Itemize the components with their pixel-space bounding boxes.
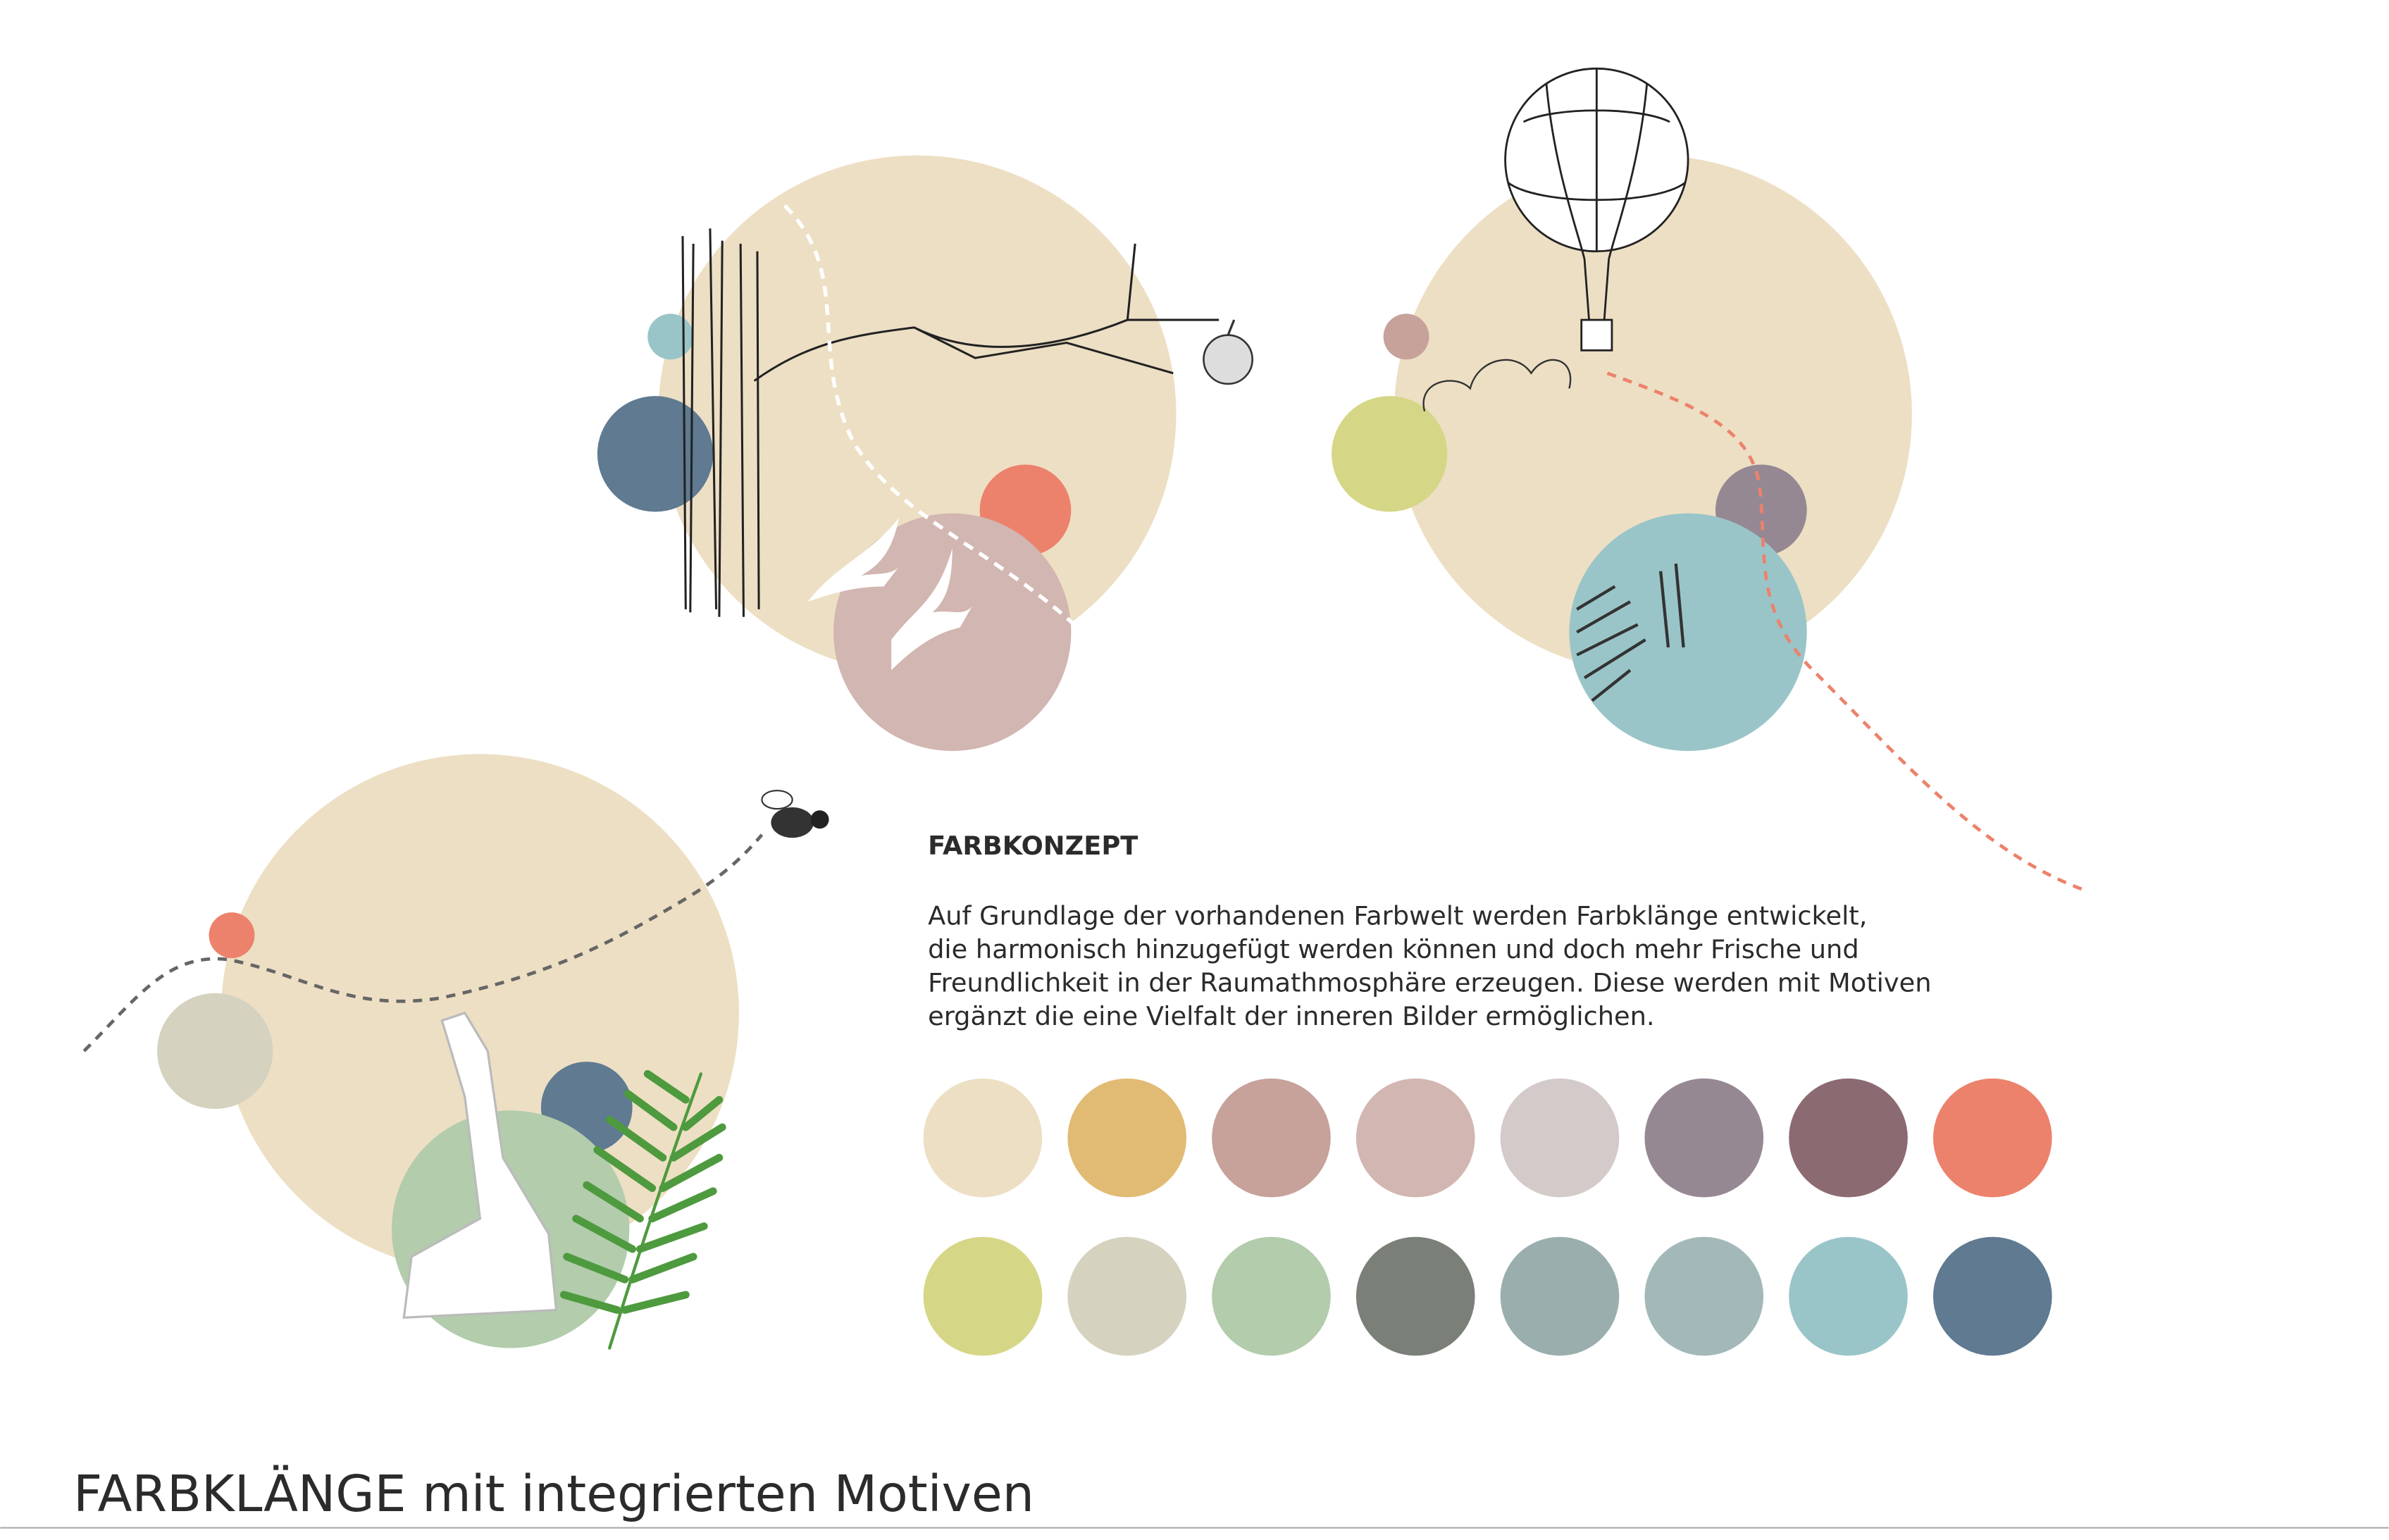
birds-icon (807, 518, 972, 671)
color-swatch-row1-7 (1789, 1078, 1908, 1198)
motif-tree-apple-birds (597, 155, 1253, 751)
motif-giraffe-fern-bee (82, 754, 829, 1350)
color-swatch-row1-6 (1644, 1078, 1764, 1198)
color-swatch-row2-3 (1212, 1236, 1331, 1356)
color-swatch-row2-6 (1644, 1236, 1764, 1356)
motif3-circle-small (209, 912, 255, 959)
concept-heading: FARBKONZEPT (928, 831, 1138, 861)
page-title: FARBKLÄNGE mit integrierten Motiven (73, 1465, 1034, 1523)
color-swatch-row2-8 (1932, 1236, 2052, 1356)
color-palette (923, 1078, 2052, 1356)
color-swatch-row1-4 (1355, 1078, 1475, 1198)
concept-body-line: Auf Grundlage der vorhandenen Farbwelt w… (928, 900, 1867, 931)
motif3-circle-medium (157, 993, 273, 1110)
motif2-circle-medium (1332, 396, 1448, 512)
color-swatch-row1-5 (1500, 1078, 1620, 1198)
concept-body: Auf Grundlage der vorhandenen Farbwelt w… (928, 900, 1931, 1031)
dashed-path-white (783, 204, 1076, 626)
tree-trunks-icon (681, 228, 1220, 617)
color-swatch-row1-1 (923, 1078, 1043, 1198)
motif1-circle-small (647, 313, 694, 360)
motif-balloon-zebra (1332, 67, 2088, 893)
color-swatch-row1-8 (1932, 1078, 2052, 1198)
color-swatch-row2-7 (1789, 1236, 1908, 1356)
color-swatch-row1-2 (1067, 1078, 1187, 1198)
zebra-icon (1576, 563, 1685, 702)
apple-icon (1203, 319, 1253, 385)
fern-icon (559, 1069, 726, 1350)
clouds-icon (1422, 359, 1572, 412)
color-swatch-row2-1 (923, 1236, 1043, 1356)
giraffe-icon (402, 1011, 558, 1319)
concept-body-line: die harmonisch hinzugefügt werden können… (928, 934, 1859, 964)
motif1-circle-medium (597, 396, 714, 512)
concept-body-line: Freundlichkeit in der Raumathmosphäre er… (928, 968, 1931, 998)
bee-icon (761, 790, 829, 838)
dashed-path-coral (1606, 371, 2088, 893)
color-swatch-row2-5 (1500, 1236, 1620, 1356)
color-swatch-row2-2 (1067, 1236, 1187, 1356)
color-swatch-row1-3 (1212, 1078, 1331, 1198)
motif2-circle-small (1383, 313, 1429, 360)
concept-body-line: ergänzt die eine Vielfalt der inneren Bi… (928, 1001, 1655, 1031)
motif2-circle-base (1569, 513, 1807, 751)
color-swatch-row2-4 (1355, 1236, 1475, 1356)
hot-air-balloon-icon (1504, 67, 1689, 352)
